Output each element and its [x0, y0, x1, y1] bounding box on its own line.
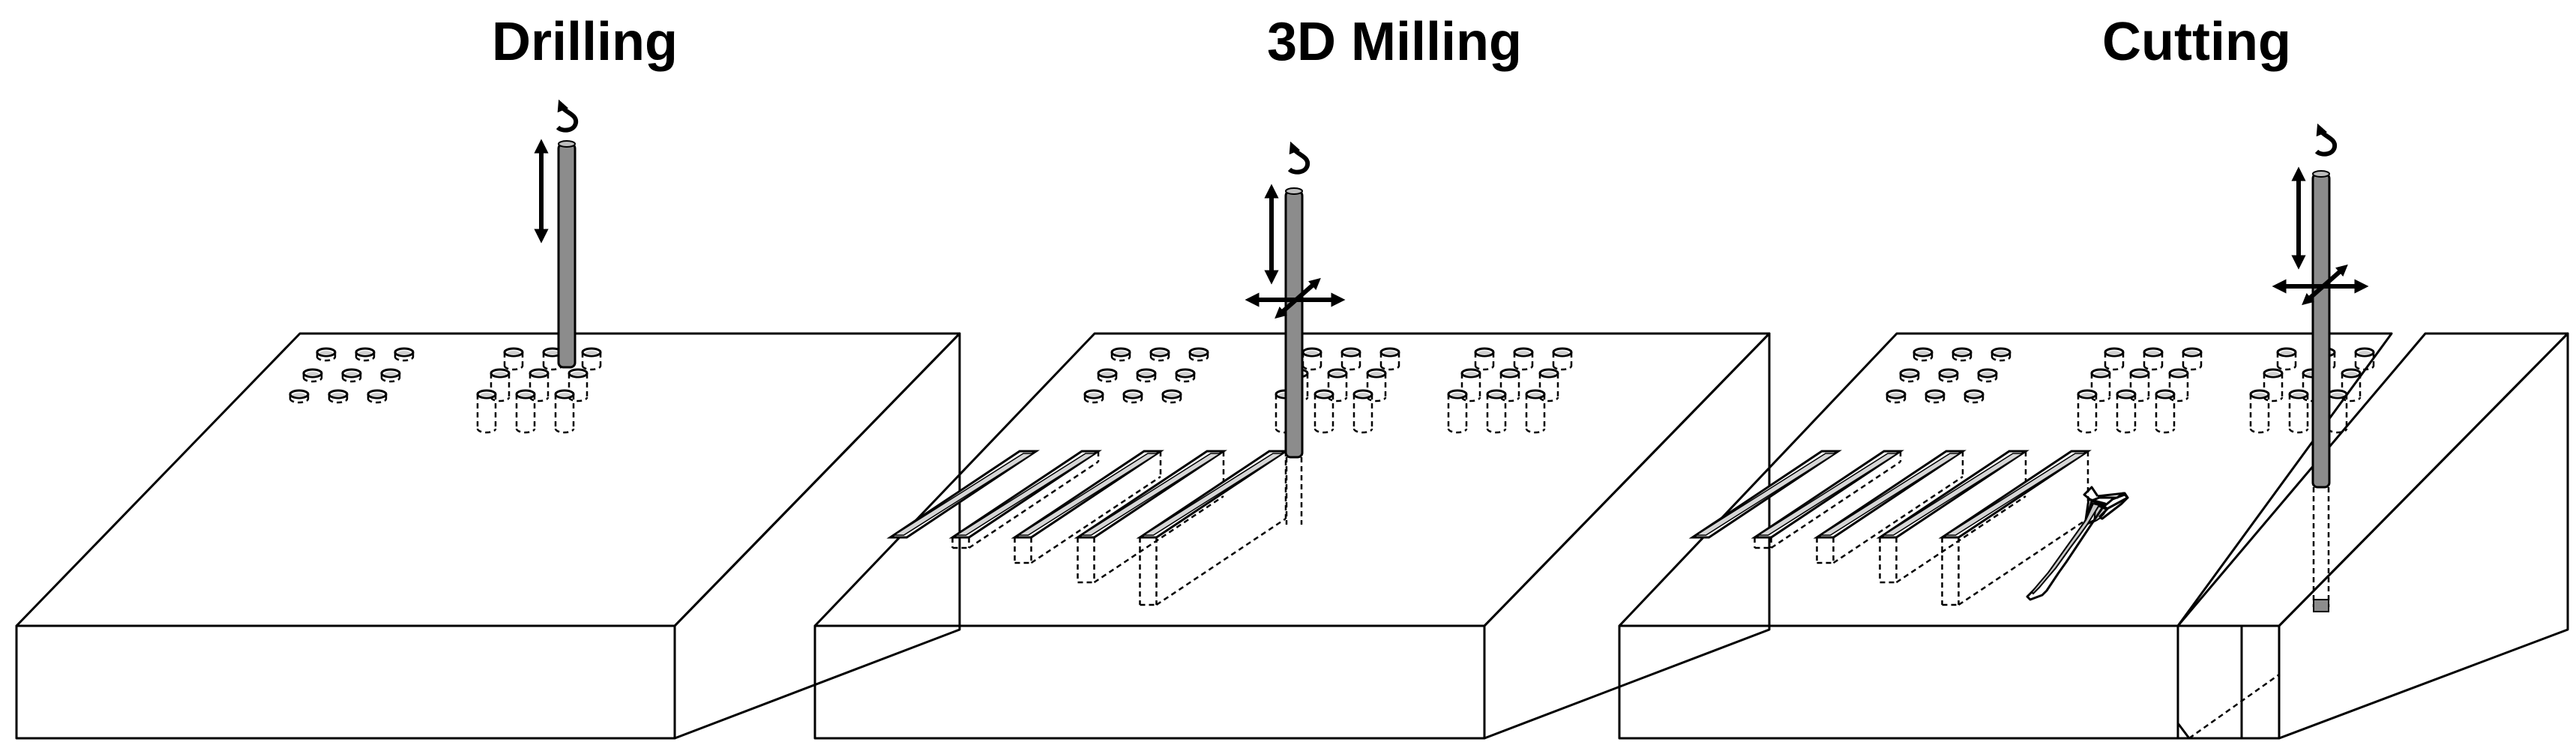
drill-hole — [2249, 389, 2270, 434]
drill-hole — [1938, 368, 1959, 383]
drill-hole — [568, 368, 589, 402]
drill-hole — [515, 389, 536, 434]
milled-channel — [2026, 498, 2107, 601]
drill-hole — [1122, 389, 1143, 404]
drill-hole — [1486, 389, 1507, 434]
drill-hole — [1925, 389, 1945, 404]
drill-hole — [1460, 368, 1481, 402]
drilled-holes — [1886, 347, 2375, 434]
drill-hole — [1301, 347, 1322, 371]
drill-hole — [2341, 368, 2362, 402]
drilled-holes — [289, 347, 602, 434]
drill-hole — [1188, 347, 1209, 362]
depth-feed-arrow-icon — [2302, 264, 2348, 306]
drill-hole — [1913, 347, 1933, 362]
drill-hole — [341, 368, 362, 383]
workpiece-cut-off-part — [2176, 332, 2569, 740]
workpiece-block — [15, 332, 961, 740]
drill-hole — [554, 389, 575, 434]
drill-hole — [1340, 347, 1361, 371]
milled-slot — [1074, 450, 1227, 584]
drill-hole — [2354, 347, 2375, 371]
drill-hole — [1083, 389, 1104, 404]
milled-slot — [1876, 450, 2029, 584]
drill-hole — [1899, 368, 1920, 383]
workpiece-left-part — [1618, 332, 2393, 740]
panel-title-3d-milling: 3D Milling — [1267, 12, 1522, 72]
milled-slot — [1136, 450, 1289, 606]
drill-hole — [2116, 389, 2137, 434]
drill-hole — [1963, 389, 1984, 404]
drilled-holes — [1083, 347, 1573, 434]
drill-hole — [2155, 389, 2176, 434]
drill-hole — [2143, 347, 2164, 371]
drill-hole — [503, 347, 524, 371]
drill-hole — [476, 389, 497, 434]
drill-hole — [490, 368, 511, 402]
milling-tool — [1284, 187, 1304, 525]
drill-hole — [1097, 368, 1118, 383]
drill-hole — [367, 389, 388, 404]
cutting-panel — [1618, 123, 2569, 740]
drill-hole — [1447, 389, 1468, 434]
drill-hole — [1886, 389, 1907, 404]
drilling-panel — [15, 99, 961, 740]
drill-hole — [302, 368, 323, 383]
drill-tool — [557, 140, 577, 369]
milled-slot — [886, 450, 1040, 539]
milled-slots — [1688, 450, 2092, 606]
drill-hole — [1313, 389, 1334, 434]
drill-hole — [1977, 368, 1998, 383]
drill-hole — [394, 347, 415, 362]
rotation-arrow-icon — [556, 99, 579, 133]
drill-hole — [1175, 368, 1196, 383]
milled-slot — [1751, 450, 1904, 549]
drill-hole — [1149, 347, 1170, 362]
rotation-arrow-icon — [2314, 123, 2338, 157]
cutting-tool — [2311, 170, 2331, 612]
milled-slot — [1813, 450, 1966, 564]
milling-panel — [813, 141, 1771, 740]
depth-feed-arrow-icon — [1275, 277, 1321, 319]
drill-hole — [289, 389, 310, 404]
drill-hole — [1379, 347, 1400, 371]
drill-hole — [355, 347, 376, 362]
drill-hole — [380, 368, 401, 383]
milled-slots — [886, 450, 1289, 606]
drill-hole — [2104, 347, 2125, 371]
milled-slot — [1011, 450, 1164, 564]
drill-hole — [1525, 389, 1546, 434]
drill-hole — [1366, 368, 1387, 402]
drill-hole — [1538, 368, 1559, 402]
drill-hole — [2288, 389, 2309, 434]
drill-hole — [316, 347, 337, 362]
drill-hole — [2327, 389, 2348, 434]
drill-hole — [2077, 389, 2098, 434]
drill-hole — [2182, 347, 2203, 371]
drill-hole — [1352, 389, 1373, 434]
rotation-arrow-icon — [1287, 141, 1310, 175]
panel-title-drilling: Drilling — [492, 12, 678, 72]
drill-hole — [1552, 347, 1573, 371]
milled-slot — [1688, 450, 1842, 539]
drill-hole — [1513, 347, 1534, 371]
drill-hole — [1474, 347, 1495, 371]
milled-slot — [1938, 450, 2092, 606]
drill-hole — [2276, 347, 2297, 371]
panel-title-cutting: Cutting — [2102, 12, 2291, 72]
drill-hole — [1161, 389, 1182, 404]
drill-hole — [1110, 347, 1131, 362]
drill-hole — [581, 347, 602, 371]
drill-hole — [1990, 347, 2011, 362]
milled-slot — [948, 450, 1102, 549]
drill-hole — [1951, 347, 1972, 362]
drill-hole — [1136, 368, 1157, 383]
drill-hole — [328, 389, 349, 404]
